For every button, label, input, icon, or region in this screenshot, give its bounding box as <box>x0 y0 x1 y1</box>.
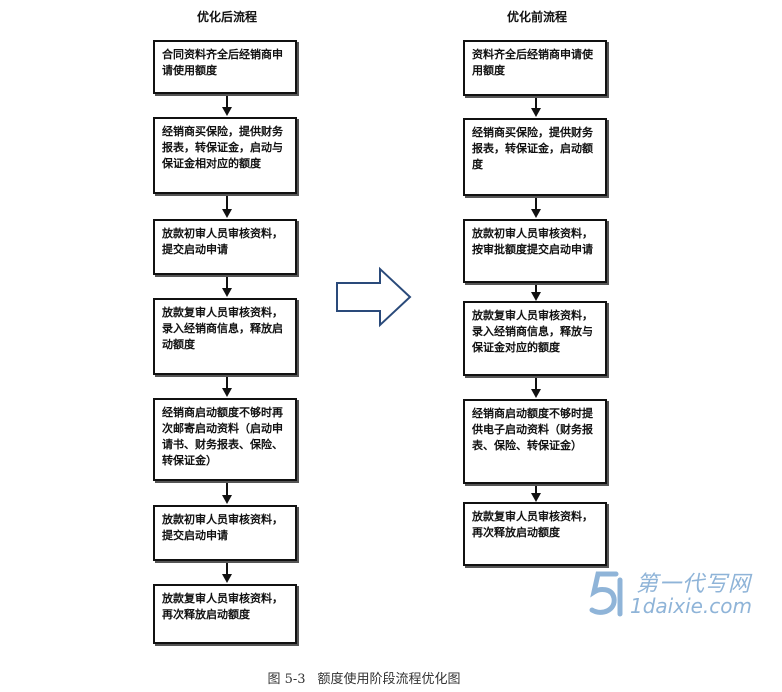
figure-title: 额度使用阶段流程优化图 <box>317 672 461 687</box>
left-step-5: 经销商启动额度不够时再次邮寄启动资料（启动申请书、财务报表、保险、转保证金） <box>153 398 297 481</box>
direction-arrow-icon <box>336 266 412 328</box>
right-step-1: 资料齐全后经销商申请使用额度 <box>463 40 607 96</box>
watermark-logo-icon <box>589 571 623 617</box>
watermark-text-url: 1daixie.com <box>630 594 753 618</box>
left-step-1: 合同资料齐全后经销商申请使用额度 <box>153 40 297 94</box>
right-step-4: 放款复审人员审核资料，录入经销商信息，释放与保证金对应的额度 <box>463 301 607 376</box>
right-step-5: 经销商启动额度不够时提供电子启动资料（财务报表、保险、转保证金） <box>463 399 607 484</box>
right-step-3: 放款初审人员审核资料，按审批额度提交启动申请 <box>463 219 607 283</box>
figure-caption: 图 5-3 额度使用阶段流程优化图 <box>200 668 540 687</box>
left-step-7: 放款复审人员审核资料，再次释放启动额度 <box>153 584 297 644</box>
left-step-3: 放款初审人员审核资料，提交启动申请 <box>153 219 297 275</box>
right-step-2: 经销商买保险，提供财务报表，转保证金，启动额度 <box>463 118 607 196</box>
right-step-6: 放款复审人员审核资料，再次释放启动额度 <box>463 502 607 566</box>
left-step-4: 放款复审人员审核资料，录入经销商信息，释放启动额度 <box>153 298 297 375</box>
figure-number: 图 5-3 <box>267 672 306 687</box>
left-column-title: 优化后流程 <box>196 10 257 24</box>
right-column-title: 优化前流程 <box>506 10 567 24</box>
left-step-2: 经销商买保险，提供财务报表，转保证金，启动与保证金相对应的额度 <box>153 117 297 194</box>
left-step-6: 放款初审人员审核资料，提交启动申请 <box>153 505 297 561</box>
watermark-text-cn: 第一代写网 <box>636 572 752 597</box>
watermark: 第一代写网 1daixie.com <box>586 566 776 622</box>
